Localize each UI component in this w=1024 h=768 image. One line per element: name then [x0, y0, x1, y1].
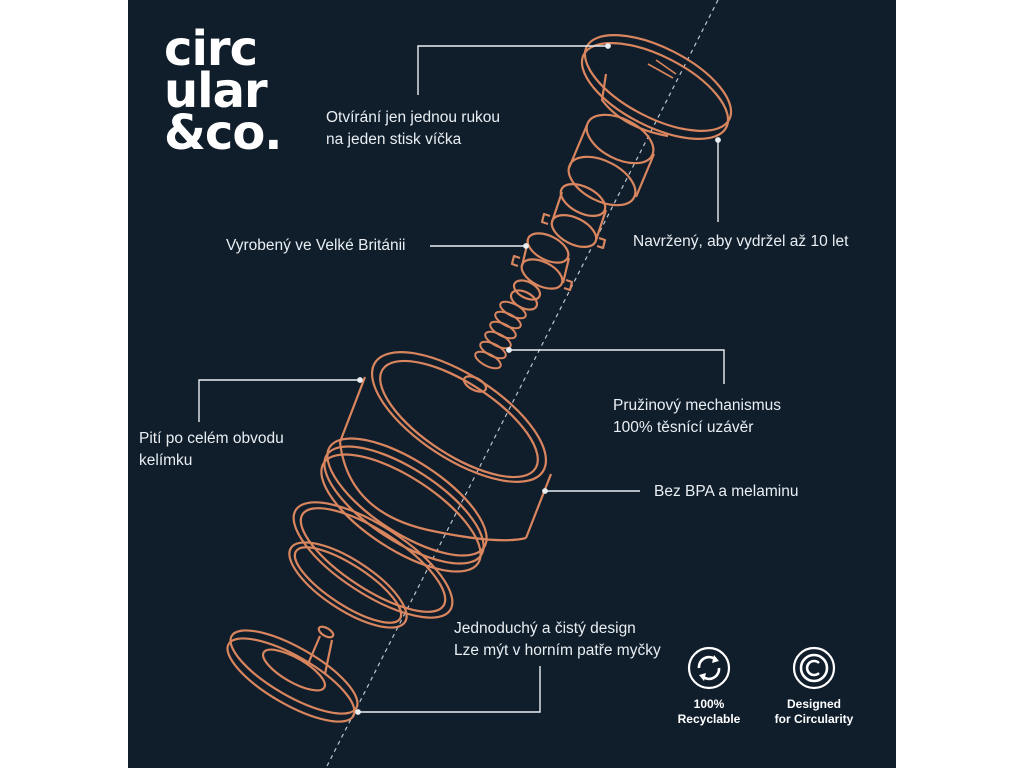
callout-lifetime: Navržený, aby vydržel až 10 let [633, 233, 849, 250]
callout-spring: Pružinový mechanismus 100% těsnící uzávě… [613, 395, 781, 439]
callout-one-hand-line-2: na jeden stisk víčka [326, 131, 462, 148]
badge-circularity-line-1: Designed [786, 697, 841, 711]
exploded-lid-diagram [198, 0, 733, 768]
callout-drink: Pití po celém obvodu kelímku [139, 428, 284, 472]
logo-line-3: &co. [164, 105, 283, 161]
spring-part [474, 300, 527, 370]
inner-ring-part [288, 541, 408, 629]
callout-one-hand-line-1: Otvírání jen jednou rukou [326, 109, 501, 126]
callout-design-line-1: Jednoduchý a čistý design [454, 620, 636, 637]
badge-recyclable-line-2: Recyclable [677, 712, 741, 726]
badge-recyclable-line-1: 100% [693, 697, 725, 711]
callout-spring-line-2: 100% těsnící uzávěr [613, 419, 754, 436]
plunger-base-part [226, 625, 359, 723]
badge-circularity-line-2: for Circularity [774, 712, 854, 726]
top-cap-part [580, 34, 733, 140]
callout-design-line-2: Lze mýt v horním patře myčky [454, 642, 661, 659]
gear-lower-part [510, 232, 574, 292]
badge-circularity: Designed for Circularity [759, 697, 869, 727]
callout-made-in: Vyrobený ve Velké Británii [226, 237, 406, 254]
callout-drink-line-1: Pití po celém obvodu [139, 430, 284, 447]
gear-upper-part [540, 182, 608, 250]
seal-ring-part [292, 501, 454, 619]
main-body-part [338, 351, 553, 542]
collar-part [509, 279, 542, 311]
callout-spring-line-1: Pružinový mechanismus [613, 397, 781, 414]
callout-drink-line-2: kelímku [139, 452, 193, 469]
logo-line-1: circ [164, 21, 258, 77]
thread-ring-part [320, 437, 488, 573]
cylinder-part [567, 113, 656, 207]
recycle-icon [687, 646, 731, 690]
callout-bpa: Bez BPA a melaminu [654, 483, 799, 500]
leader-spring [509, 349, 725, 384]
leader-drink [198, 379, 358, 422]
product-infographic: circ ular &co. Otvírání jen jednou rukou… [128, 0, 896, 768]
logo-line-2: ular [164, 63, 268, 119]
circularity-icon [792, 646, 836, 690]
badge-recyclable: 100% Recyclable [654, 697, 764, 727]
callout-one-hand: Otvírání jen jednou rukou na jeden stisk… [326, 107, 500, 151]
callout-design: Jednoduchý a čistý design Lze mýt v horn… [454, 618, 661, 662]
leader-design [358, 666, 541, 713]
leader-one-hand [417, 45, 606, 95]
brand-logo: circ ular &co. [164, 21, 283, 161]
